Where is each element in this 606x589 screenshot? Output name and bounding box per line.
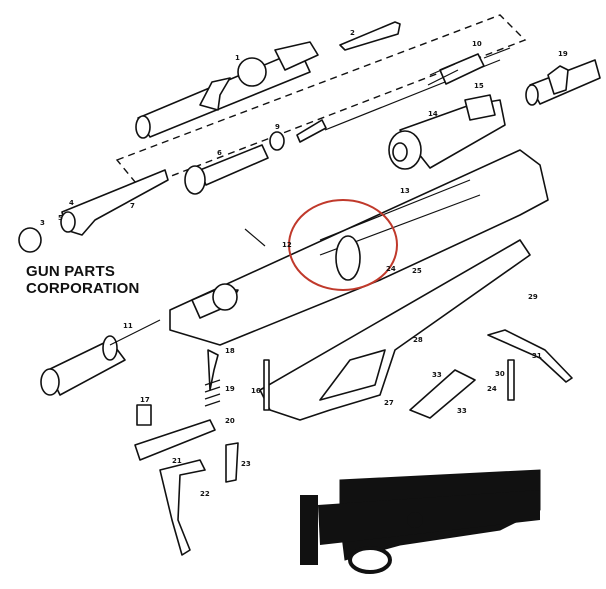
brand-line-1: GUN PARTS [26, 263, 116, 280]
part-label: 19 [558, 50, 568, 58]
brand-logo: GUN PARTS CORPORATION [26, 263, 140, 297]
part-label: 31 [532, 352, 542, 360]
part-label: 9 [275, 123, 280, 131]
part-label: 24 [386, 265, 396, 273]
part-label: 2 [350, 29, 355, 37]
latch-pin [507, 359, 515, 401]
bolt-plug [18, 227, 42, 253]
part-label: 25 [412, 267, 422, 275]
part-label: 12 [282, 241, 292, 249]
part-label: 20 [225, 417, 235, 425]
part-label: 24 [487, 385, 497, 393]
assembled-action-silhouette [300, 469, 541, 574]
part-label: 18 [225, 347, 235, 355]
part-label: 10 [472, 40, 482, 48]
part-label: 19 [225, 385, 235, 393]
part-label: 17 [140, 396, 150, 404]
part-label: 15 [474, 82, 484, 90]
part-labels: 1 2 3 4 5 6 7 9 10 11 12 13 14 15 16 17 … [40, 29, 568, 498]
part-label: 13 [400, 187, 410, 195]
extractor [339, 21, 401, 51]
bolt-head [60, 169, 169, 236]
receiver [169, 149, 549, 346]
follower [409, 369, 476, 419]
part-label: 1 [235, 54, 240, 62]
part-label: 22 [200, 490, 210, 498]
safety [184, 144, 269, 195]
part-label: 11 [123, 322, 133, 330]
firing-assembly [40, 319, 161, 396]
cocking-piece [388, 94, 506, 170]
trigger-guard [259, 239, 531, 421]
bolt-body [135, 41, 319, 139]
part-label: 28 [413, 336, 423, 344]
part-label: 7 [130, 202, 135, 210]
brand-line-2: CORPORATION [26, 280, 140, 297]
part-label: 33 [457, 407, 467, 415]
part-label: 3 [40, 219, 45, 227]
part-label: 30 [495, 370, 505, 378]
highlight-circle [288, 199, 398, 291]
firing-pin [324, 47, 511, 131]
part-label: 14 [428, 110, 438, 118]
part-label: 27 [384, 399, 394, 407]
bolt-sleeve-part [525, 59, 601, 106]
floorplate-latch [487, 329, 573, 383]
part-label: 5 [58, 214, 63, 222]
trigger-assembly [134, 349, 239, 556]
bolt-group-outline [115, 14, 527, 189]
part-label: 29 [528, 293, 538, 301]
part-label: 23 [241, 460, 251, 468]
part-label: 16 [251, 387, 261, 395]
part-label: 21 [172, 457, 182, 465]
pin [244, 228, 266, 247]
part-label: 6 [217, 149, 222, 157]
part-label: 4 [69, 199, 74, 207]
part-label: 33 [432, 371, 442, 379]
spring [269, 119, 327, 151]
